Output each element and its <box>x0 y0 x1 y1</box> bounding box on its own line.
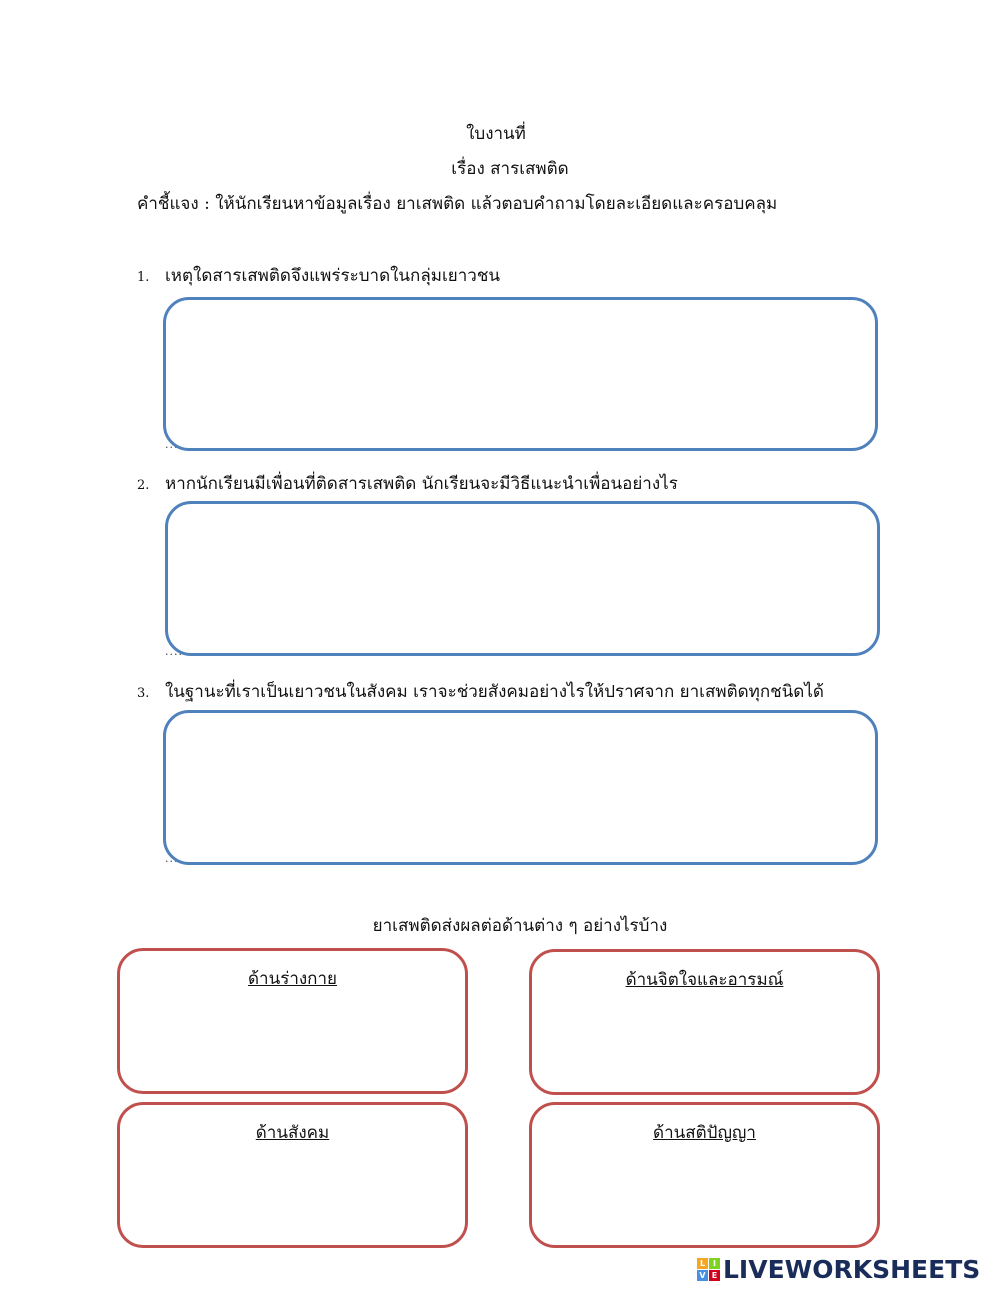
effect-label: ด้านสังคม <box>255 1123 330 1143</box>
question-2: 2. หากนักเรียนมีเพื่อนที่ติดสารเสพติด นัก… <box>137 470 678 497</box>
question-number: 1. <box>137 270 150 285</box>
effects-title: ยาเสพติดส่งผลต่อด้านต่าง ๆ อย่างไรบ้าง <box>372 916 668 936</box>
question-text: เหตุใดสารเสพติดจึงแพร่ระบาดในกลุ่มเยาวชน <box>165 266 500 286</box>
logo-mark-letter: I <box>709 1257 720 1269</box>
logo-text: LIVEWORKSHEETS <box>723 1254 981 1284</box>
answer-box-3[interactable] <box>163 710 878 865</box>
logo-mark-icon: L I V E <box>697 1257 720 1281</box>
question-text: ในฐานะที่เราเป็นเยาวชนในสังคม เราจะช่วยส… <box>165 682 824 702</box>
answer-box-1[interactable] <box>163 297 878 451</box>
question-1: 1. เหตุใดสารเสพติดจึงแพร่ระบาดในกลุ่มเยาว… <box>137 262 500 289</box>
effect-box-social[interactable]: ด้านสังคม <box>117 1102 468 1248</box>
question-number: 3. <box>137 686 150 701</box>
effect-label: ด้านร่างกาย <box>248 969 337 989</box>
question-3: 3. ในฐานะที่เราเป็นเยาวชนในสังคม เราจะช่ว… <box>137 678 824 705</box>
logo-mark-letter: E <box>709 1269 720 1281</box>
logo-mark-letter: V <box>697 1269 708 1281</box>
effect-label: ด้านสติปัญญา <box>653 1123 756 1143</box>
worksheet-topic: เรื่อง สารเสพติด <box>451 159 569 179</box>
logo-mark-letter: L <box>697 1257 708 1269</box>
instruction-text: คำชี้แจง : ให้นักเรียนหาข้อมูลเรื่อง ยาเ… <box>137 194 778 214</box>
liveworksheets-logo: L I V E LIVEWORKSHEETS <box>697 1254 980 1284</box>
effect-box-intellectual[interactable]: ด้านสติปัญญา <box>529 1102 880 1248</box>
effect-box-mental[interactable]: ด้านจิตใจและอารมณ์ <box>529 949 880 1095</box>
effect-box-physical[interactable]: ด้านร่างกาย <box>117 948 468 1094</box>
worksheet-label: ใบงานที่ <box>466 124 526 144</box>
question-text: หากนักเรียนมีเพื่อนที่ติดสารเสพติด นักเร… <box>165 474 678 494</box>
question-number: 2. <box>137 478 150 493</box>
answer-box-2[interactable] <box>165 501 880 656</box>
effect-label: ด้านจิตใจและอารมณ์ <box>625 970 784 990</box>
